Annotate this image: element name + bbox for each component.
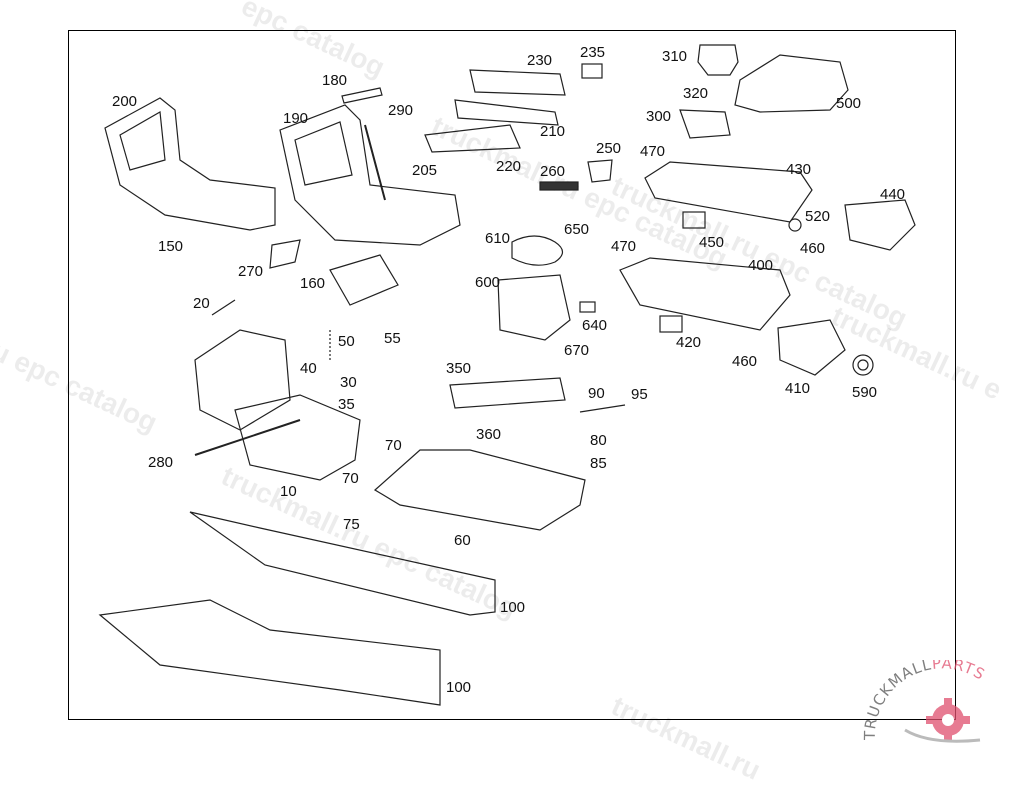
svg-text:TRUCKMALLPARTS: TRUCKMALLPARTS: [861, 660, 989, 741]
part-label: 470: [611, 238, 637, 255]
part-420-switch: [659, 315, 683, 333]
part-270-bracket: [269, 239, 301, 269]
part-440-bracket: [844, 199, 916, 251]
part-610-seal: [511, 235, 564, 266]
part-label: 220: [496, 158, 522, 175]
part-100-side-panel: [189, 511, 496, 616]
part-label: 270: [238, 263, 264, 280]
part-label: 190: [283, 110, 309, 127]
part-label: 35: [338, 396, 355, 413]
part-210-panel: [454, 99, 559, 126]
part-label: 200: [112, 93, 138, 110]
part-590-ring: [852, 354, 874, 376]
part-label: 520: [805, 208, 831, 225]
part-500-armrest: [734, 54, 849, 113]
part-310-knob: [697, 44, 739, 76]
part-label: 460: [800, 240, 826, 257]
part-label: 610: [485, 230, 511, 247]
part-10-bracket: [234, 394, 361, 481]
part-190-bezel: [279, 104, 461, 246]
part-label: 30: [340, 374, 357, 391]
part-label: 80: [590, 432, 607, 449]
part-label: 450: [699, 234, 725, 251]
part-100-lower-panel: [98, 599, 441, 706]
part-230-cover: [469, 69, 566, 96]
part-label: 205: [412, 162, 438, 179]
leader-line-190: [364, 124, 386, 201]
leader-line-280: [194, 419, 301, 456]
part-label: 310: [662, 48, 688, 65]
part-430-tray: [644, 161, 813, 223]
part-label: 260: [540, 163, 566, 180]
part-200-trim-frame: [104, 97, 276, 231]
part-label: 60: [454, 532, 471, 549]
part-250-clip: [587, 159, 613, 183]
part-350-cable: [449, 377, 566, 409]
part-label: 235: [580, 44, 606, 61]
part-label: 20: [193, 295, 210, 312]
part-20-shifter-unit: [194, 329, 291, 431]
part-160-frame: [329, 254, 399, 306]
part-label: 290: [388, 102, 414, 119]
part-label: 320: [683, 85, 709, 102]
part-640-clip: [579, 301, 596, 313]
part-label: 70: [342, 470, 359, 487]
part-label: 100: [446, 679, 472, 696]
part-label: 40: [300, 360, 317, 377]
part-180-strip: [341, 87, 383, 104]
part-label: 420: [676, 334, 702, 351]
part-label: 180: [322, 72, 348, 89]
part-label: 250: [596, 140, 622, 157]
part-600-cupholder: [497, 274, 571, 341]
part-label: 350: [446, 360, 472, 377]
part-label: 90: [588, 385, 605, 402]
leader-line-90: [579, 404, 626, 413]
truckmallparts-logo: TRUCKMALLPARTS: [861, 660, 989, 743]
part-label: 410: [785, 380, 811, 397]
part-label: 300: [646, 108, 672, 125]
part-260-grille: [539, 181, 579, 191]
part-label: 440: [880, 186, 906, 203]
part-label: 70: [385, 437, 402, 454]
part-300-switch: [679, 109, 731, 139]
part-label: 430: [786, 161, 812, 178]
part-590-ring-inner: [857, 359, 869, 371]
part-label: 500: [836, 95, 862, 112]
part-60-carrier: [373, 449, 586, 531]
part-label: 360: [476, 426, 502, 443]
part-450-switch: [682, 211, 706, 229]
part-label: 280: [148, 454, 174, 471]
part-label: 75: [343, 516, 360, 533]
part-label: 230: [527, 52, 553, 69]
part-label: 50: [338, 333, 355, 350]
part-label: 210: [540, 123, 566, 140]
part-label: 600: [475, 274, 501, 291]
leader-line-20: [211, 299, 236, 316]
part-520-washer: [788, 218, 802, 232]
part-label: 400: [748, 257, 774, 274]
part-410-bracket: [777, 319, 846, 376]
part-label: 650: [564, 221, 590, 238]
part-label: 470: [640, 143, 666, 160]
part-label: 640: [582, 317, 608, 334]
part-220-panel: [424, 124, 521, 153]
part-label: 590: [852, 384, 878, 401]
diagram-frame: [68, 30, 956, 720]
part-label: 150: [158, 238, 184, 255]
part-label: 160: [300, 275, 326, 292]
part-400-tray: [619, 257, 791, 331]
part-label: 10: [280, 483, 297, 500]
parts-drawing: [98, 44, 916, 706]
part-label: 670: [564, 342, 590, 359]
part-235-cap: [581, 63, 603, 79]
part-label: 95: [631, 386, 648, 403]
part-label: 85: [590, 455, 607, 472]
part-label: 460: [732, 353, 758, 370]
part-label: 100: [500, 599, 526, 616]
part-label: 55: [384, 330, 401, 347]
